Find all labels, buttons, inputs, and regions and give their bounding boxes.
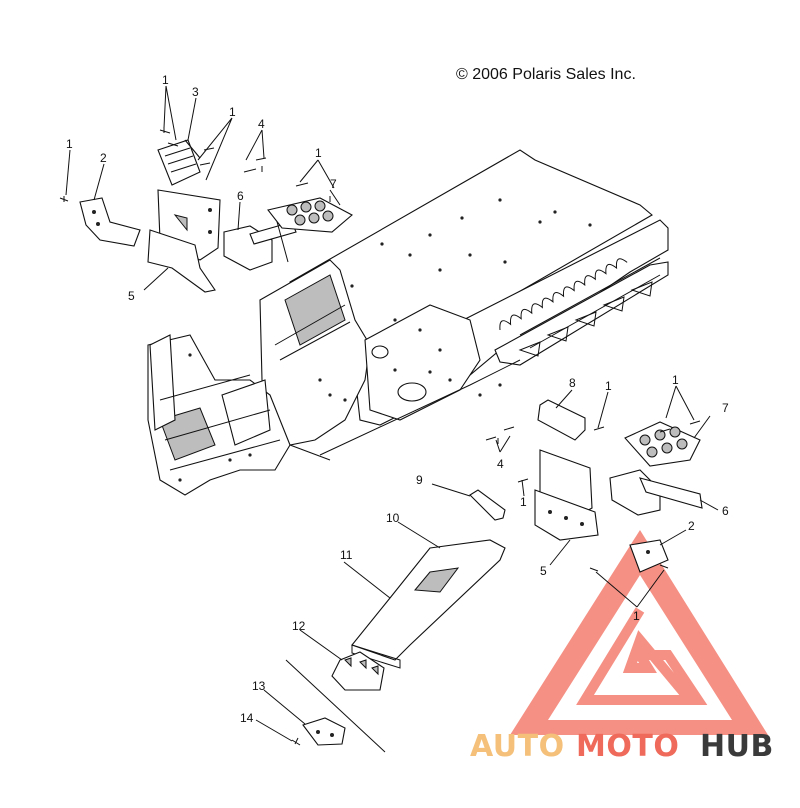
callout-4: 4 [258,117,265,131]
callout-7: 7 [722,401,729,415]
part-6-mount-right [609,469,703,516]
part-14-screw [291,737,301,746]
callout-14: 14 [240,711,254,725]
part-5-bracket-left [147,189,221,293]
callout-4: 4 [497,457,504,471]
callout-11: 11 [340,548,353,562]
callout-6: 6 [237,189,244,203]
callout-1: 1 [672,373,679,387]
callout-1: 1 [633,609,640,623]
callout-2: 2 [688,519,695,533]
callout-1: 1 [229,105,236,119]
callout-2: 2 [100,151,107,165]
part-8-plate [537,399,586,441]
callout-6: 6 [722,504,729,518]
callout-1: 1 [520,495,527,509]
fastener-group-right [485,420,701,572]
watermark-auto: AUTO [470,729,565,764]
watermark-text: AUTO MOTO HUB [470,729,774,764]
callout-10: 10 [386,511,400,525]
callout-7: 7 [330,177,337,191]
part-12-bracket [331,651,385,691]
callouts: 1 3 1 4 1 2 1 7 6 5 8 1 1 7 4 9 1 6 2 10… [66,73,729,725]
part-7-plate-left [267,197,353,233]
callout-12: 12 [292,619,306,633]
part-7-plate-right [624,421,701,467]
triangle-logo-icon [510,530,768,735]
fastener-group-upper [59,127,331,202]
part-13-plate [302,717,346,746]
watermark-hub: HUB [700,729,774,764]
part-5-bracket-right [534,449,599,541]
watermark-moto: MOTO [576,729,679,764]
part-2-bracket-right [629,539,669,573]
callout-3: 3 [192,85,199,99]
part-11-panel [351,539,506,669]
copyright-text: © 2006 Polaris Sales Inc. [456,66,636,83]
callout-1: 1 [315,146,322,160]
part-9-strap [469,489,506,521]
leader-lines [65,85,719,753]
callout-9: 9 [416,473,423,487]
callout-5: 5 [540,564,547,578]
callout-1: 1 [66,137,73,151]
callout-5: 5 [128,289,135,303]
callout-1: 1 [605,379,612,393]
part-3-vent [157,139,201,186]
part-2-bracket-left [79,197,141,247]
chassis-frame [147,149,669,496]
callout-13: 13 [252,679,266,693]
callout-8: 8 [569,376,576,390]
callout-1: 1 [162,73,169,87]
